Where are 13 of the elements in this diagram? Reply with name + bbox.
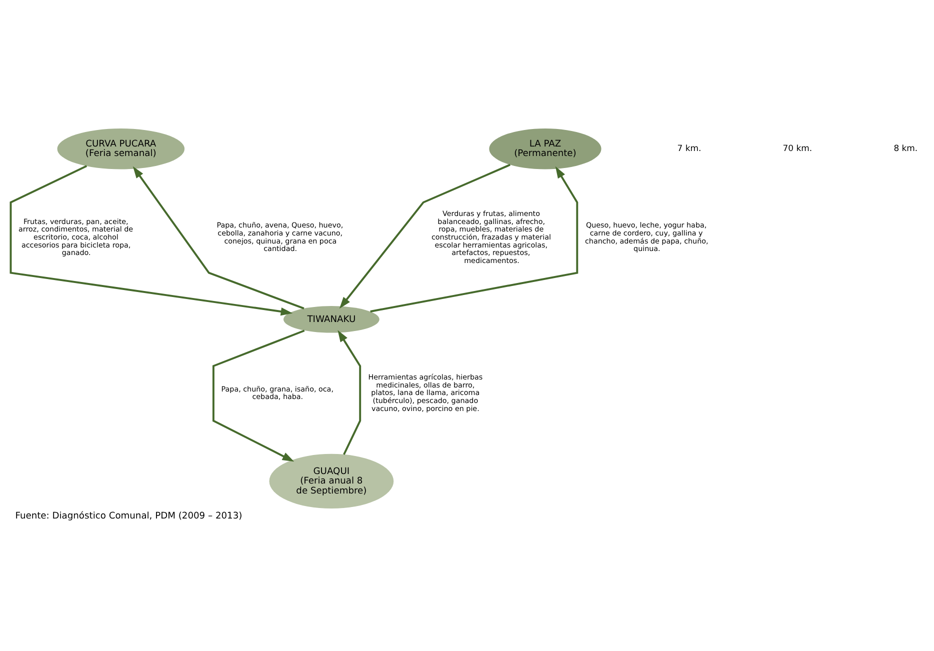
arrow	[132, 166, 304, 309]
node-ellipse: LA PAZ (Permanente)	[489, 128, 602, 169]
label: 70 km.	[782, 142, 812, 153]
label: 8 km.	[894, 142, 918, 153]
caption: Fuente: Diagnóstico Comunal, PDM (2009 – 2013)	[15, 510, 242, 521]
arrow	[338, 330, 362, 454]
arrow	[370, 166, 578, 312]
arrow	[212, 329, 305, 462]
label: 7 km.	[677, 142, 702, 153]
node-ellipse: TIWANAKU	[283, 306, 380, 332]
arrow	[339, 163, 511, 308]
node-ellipse: CURVA PUCARA (Feria semanal)	[57, 128, 185, 169]
arrow	[10, 164, 293, 316]
